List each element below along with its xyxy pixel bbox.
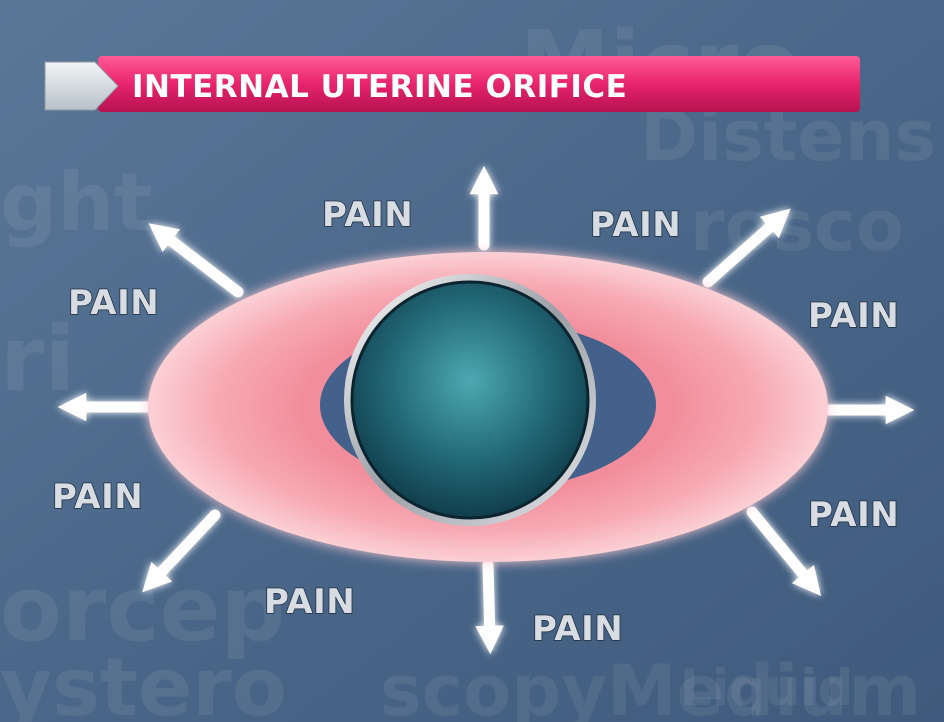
title-banner: INTERNAL UTERINE ORIFICE [45, 56, 860, 112]
svg-text:ri: ri [0, 307, 75, 412]
svg-text:rosco: rosco [690, 185, 904, 267]
pain-label-lower-right: PAIN [808, 495, 899, 535]
orifice-ball [344, 274, 596, 526]
pain-label-bottom-left: PAIN [264, 582, 355, 622]
pain-label-top: PAIN [322, 195, 413, 235]
pain-label-bottom-right: PAIN [532, 609, 623, 649]
svg-text:Liquid: Liquid [680, 659, 853, 717]
arrow-down [488, 565, 490, 640]
pain-label-lower-left: PAIN [52, 477, 143, 517]
banner-title: INTERNAL UTERINE ORIFICE [132, 69, 627, 105]
svg-text:ght: ght [0, 156, 152, 249]
svg-text:ystero: ystero [0, 641, 287, 722]
pain-label-upper-right: PAIN [808, 296, 899, 336]
pain-label-top-right: PAIN [590, 205, 681, 245]
pain-label-upper-left: PAIN [68, 283, 159, 323]
